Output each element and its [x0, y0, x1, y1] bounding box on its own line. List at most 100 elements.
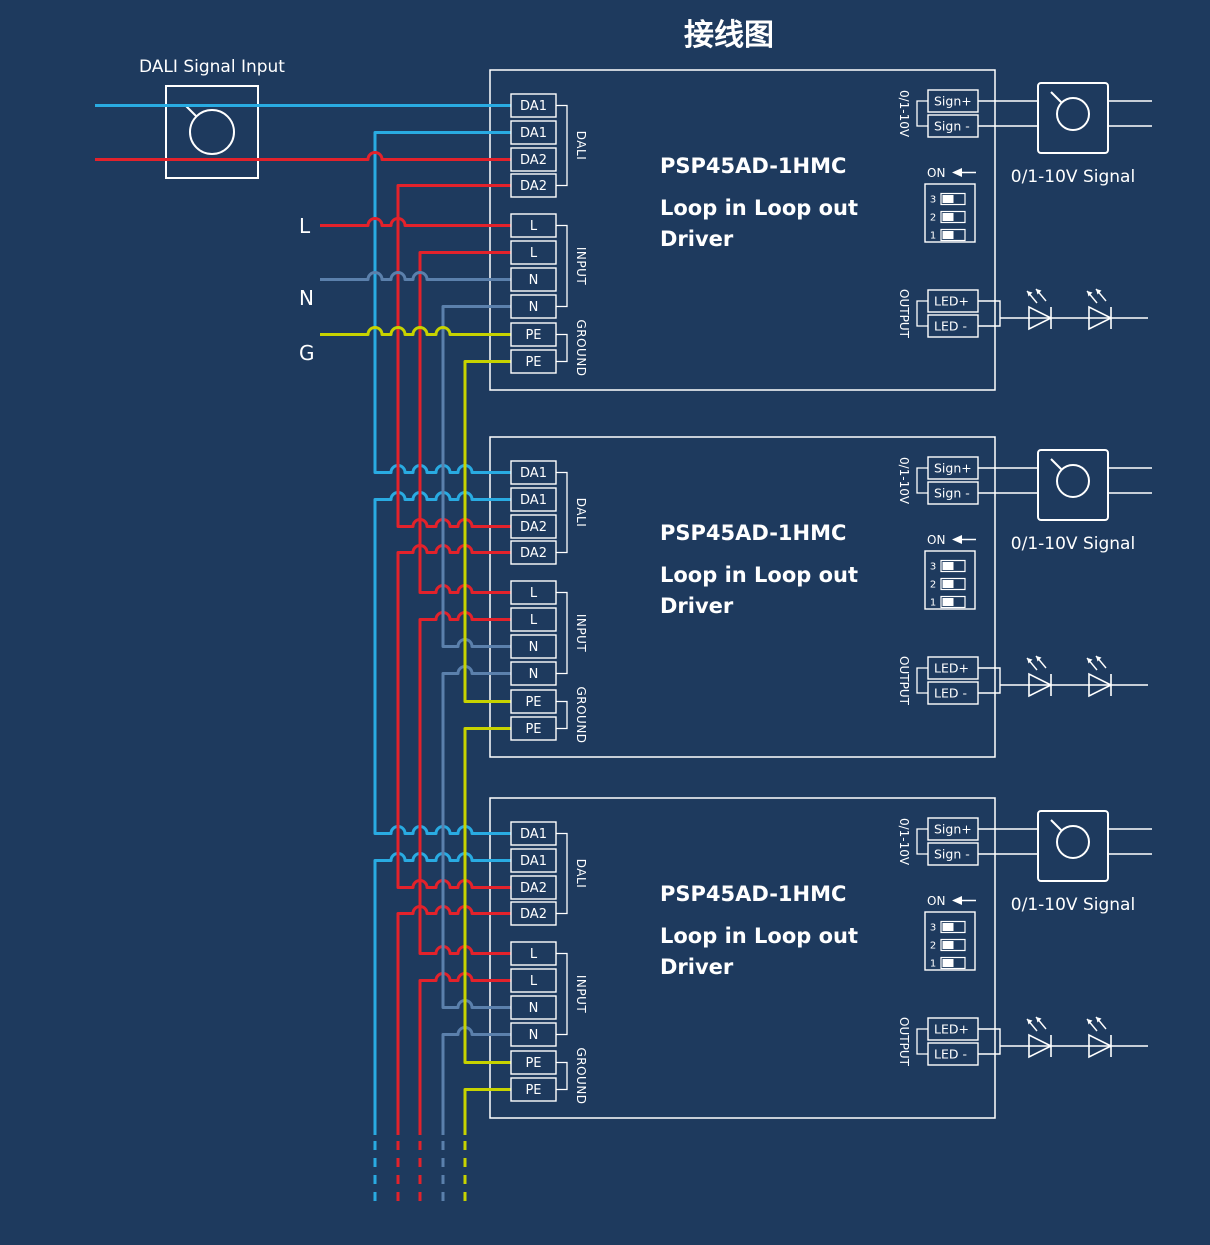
- wire-da1-loop2: [373, 491, 511, 835]
- led-icon: [1026, 288, 1053, 331]
- dip-switch-knob: [942, 231, 954, 239]
- dip-row-number: 3: [930, 195, 936, 206]
- dip-switch-knob: [942, 580, 954, 588]
- dip-switch-knob: [942, 923, 954, 931]
- dip-switch: [940, 956, 966, 970]
- terminal-da2-box: [510, 514, 557, 539]
- terminal-l-box: [510, 607, 557, 632]
- dimmer-knob-icon: [1056, 464, 1090, 498]
- dip-switch: [940, 210, 966, 224]
- dimmer-knob-pointer: [1050, 819, 1063, 832]
- signal-caption: 0/1-10V Signal: [1011, 534, 1135, 554]
- mains-label-n: N: [299, 286, 314, 310]
- dip-switch-knob: [942, 959, 954, 967]
- terminal-l-label: L: [530, 947, 538, 962]
- terminal-l-box: [510, 968, 557, 993]
- terminal-n-label: N: [529, 273, 539, 288]
- terminal-led-plus-label: LED+: [934, 661, 969, 676]
- led-emission-arrowhead: [1036, 289, 1042, 295]
- dip-row-number: 2: [930, 941, 936, 952]
- on-label: ON: [927, 166, 945, 180]
- dimmer-knob-pointer: [1050, 91, 1063, 104]
- led-emission-arrowhead: [1036, 1017, 1042, 1023]
- dip-row-number: 1: [930, 598, 936, 609]
- driver-model: PSP45AD-1HMC: [660, 521, 846, 545]
- terminal-led-plus-label: LED+: [934, 294, 969, 309]
- output-section-label: OUTPUT: [897, 1017, 911, 1067]
- sign-bracket: [916, 100, 928, 127]
- terminal-da2-label: DA2: [520, 179, 547, 194]
- dimmer-knob-icon: [1056, 97, 1090, 131]
- led-icon: [1086, 655, 1113, 698]
- led-emission-arrowhead: [1087, 658, 1093, 664]
- dip-switch: [940, 559, 966, 573]
- led-triangle: [1028, 305, 1053, 331]
- led-emission-arrowhead: [1087, 291, 1093, 297]
- signal-caption: 0/1-10V Signal: [1011, 895, 1135, 915]
- terminal-n-label: N: [529, 640, 539, 655]
- dim-section-label: 0/1-10V: [897, 90, 911, 138]
- wire-l-loop2: [418, 611, 511, 955]
- terminal-l-box: [510, 240, 557, 265]
- dip-switch: [940, 595, 966, 609]
- wire-pe-loop1: [463, 360, 511, 703]
- dimmer-knob-icon: [1056, 825, 1090, 859]
- dali-group-bracket: [556, 104, 568, 187]
- terminal-sign-minus-label: Sign -: [934, 847, 970, 862]
- ground-group-bracket: [556, 700, 568, 730]
- led-triangle: [1088, 1033, 1113, 1059]
- wire-l-tail: [418, 972, 511, 1135]
- terminal-da2-box: [510, 147, 557, 172]
- output-section-label: OUTPUT: [897, 289, 911, 339]
- wire-da2-feed: [95, 151, 511, 161]
- dip-row-number: 1: [930, 231, 936, 242]
- dip-switch-knob: [942, 598, 954, 606]
- terminal-led-minus-label: LED -: [934, 1047, 967, 1062]
- on-arrow-icon: [952, 896, 962, 905]
- dali-input-box: [165, 85, 259, 179]
- led-connector: [978, 300, 1001, 327]
- terminal-da2-label: DA2: [520, 881, 547, 896]
- led-emission-arrowhead: [1096, 656, 1102, 662]
- dimmer-box: [1037, 810, 1109, 882]
- input-group-label: INPUT: [574, 614, 588, 653]
- terminal-l-label: L: [530, 246, 538, 261]
- terminal-n-box: [510, 995, 557, 1020]
- terminal-led-minus-label: LED -: [934, 686, 967, 701]
- ground-group-bracket: [556, 333, 568, 363]
- dip-switch-box: [924, 183, 976, 243]
- wire-l-loop1: [418, 251, 511, 594]
- led-triangle: [1028, 1033, 1053, 1059]
- terminal-pe-label: PE: [525, 695, 541, 710]
- terminal-n-box: [510, 634, 557, 659]
- led-triangle: [1028, 672, 1053, 698]
- led-icon: [1086, 1016, 1113, 1059]
- terminal-n-box: [510, 267, 557, 292]
- wire-da1-tail: [373, 852, 511, 1135]
- terminal-pe-label: PE: [525, 1083, 541, 1098]
- terminal-da1-box: [510, 848, 557, 873]
- dim-section-label: 0/1-10V: [897, 457, 911, 505]
- dip-switch: [940, 920, 966, 934]
- dip-switch: [940, 577, 966, 591]
- driver-line2: Driver: [660, 227, 734, 251]
- terminal-sign-plus-label: Sign+: [934, 461, 972, 476]
- on-label: ON: [927, 894, 945, 908]
- terminals-layer: DA1DA1DA2DA2LLNNPEPEDALIINPUTGROUNDDA1DA…: [510, 93, 588, 1105]
- terminal-sign-plus-label: Sign+: [934, 822, 972, 837]
- terminal-da1-label: DA1: [520, 466, 547, 481]
- input-group-label: INPUT: [574, 247, 588, 286]
- dim-section-label: 0/1-10V: [897, 818, 911, 866]
- dip-row-number: 1: [930, 959, 936, 970]
- terminal-led-plus-label: LED+: [934, 1022, 969, 1037]
- terminal-n-label: N: [529, 300, 539, 315]
- led-emission-arrowhead: [1027, 291, 1033, 297]
- led-emission-arrowhead: [1027, 1019, 1033, 1025]
- dip-switch: [940, 938, 966, 952]
- led-emission-arrowhead: [1087, 1019, 1093, 1025]
- dim-signal-wires: [978, 100, 1152, 127]
